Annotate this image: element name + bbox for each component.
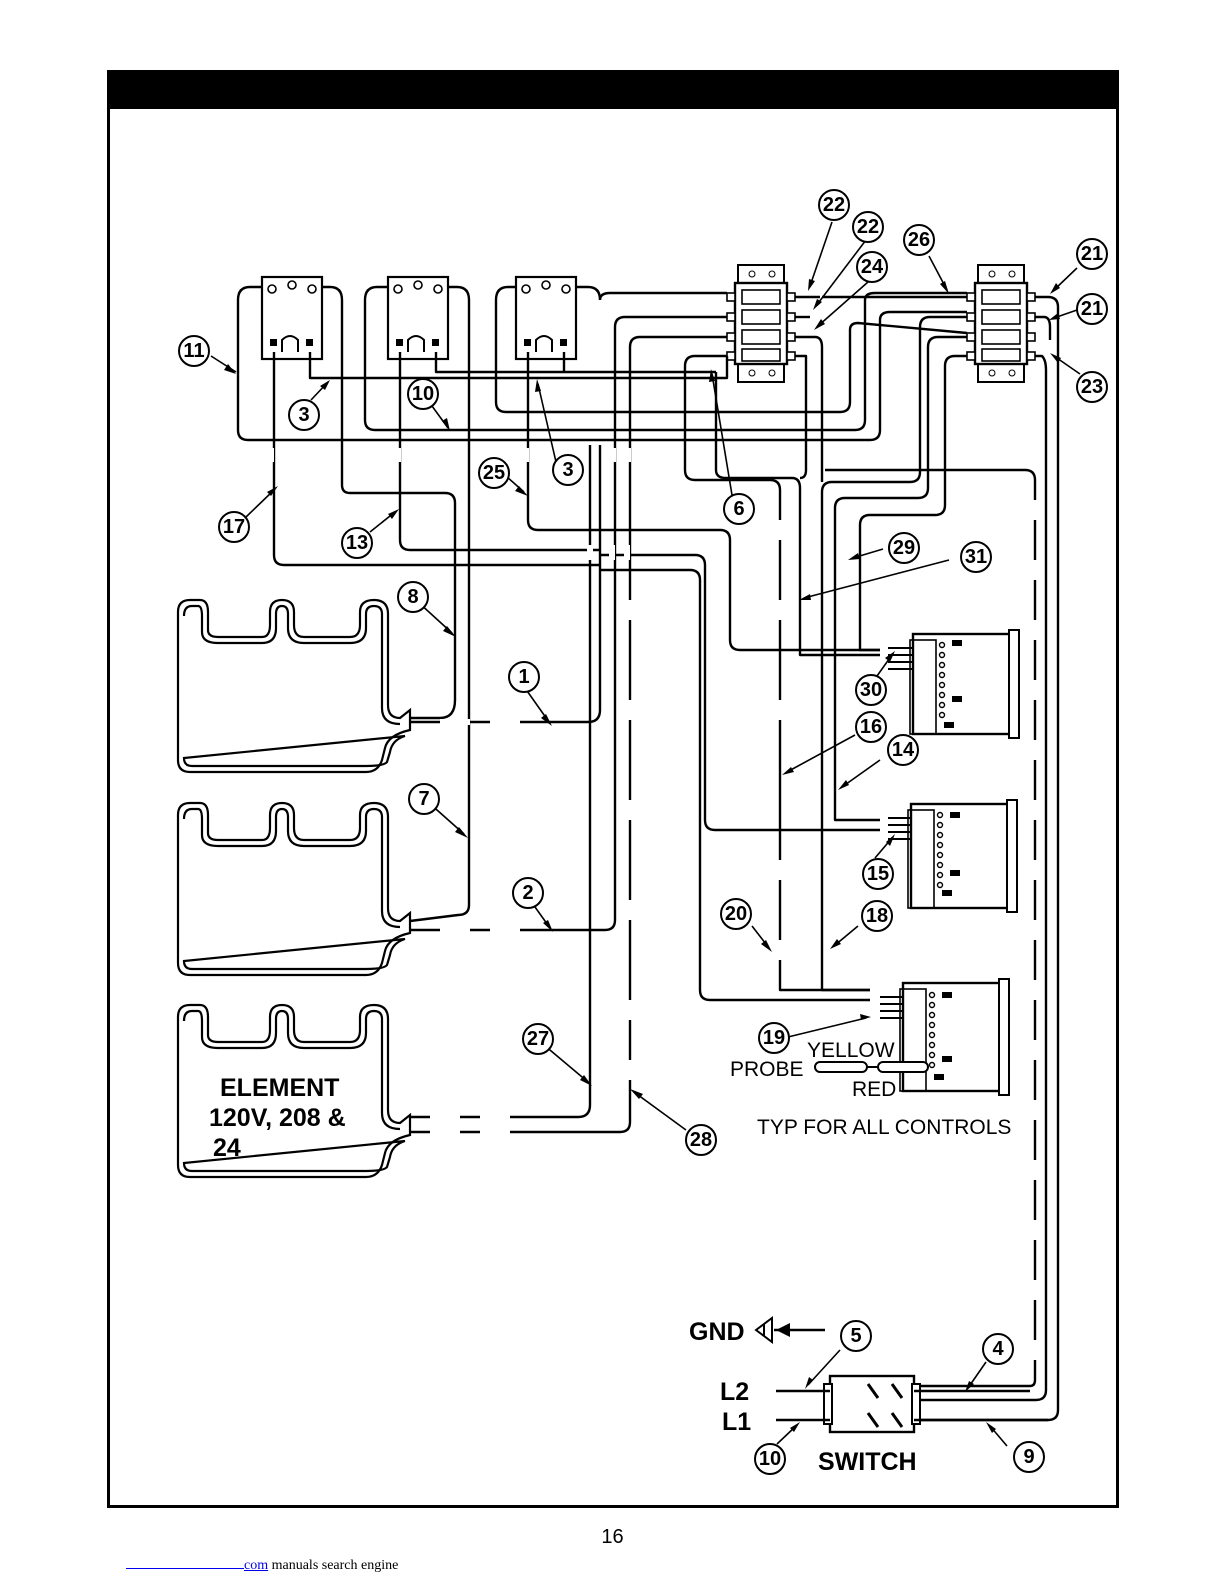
svg-text:22: 22 [823, 194, 845, 216]
svg-text:5: 5 [850, 1325, 861, 1347]
svg-text:21: 21 [1081, 298, 1103, 320]
callout-15: 15 [863, 859, 893, 889]
svg-text:19: 19 [763, 1027, 785, 1049]
control-board-3 [880, 979, 1009, 1095]
callout-13: 13 [342, 528, 372, 558]
callout-24: 24 [857, 252, 887, 282]
probe [815, 1062, 928, 1072]
svg-text:8: 8 [407, 586, 418, 608]
callout-6: 6 [724, 494, 754, 524]
svg-text:20: 20 [725, 903, 747, 925]
gnd-label: GND [689, 1318, 745, 1346]
heating-element-1 [178, 600, 410, 772]
thermostat-housing-3 [496, 277, 600, 359]
callout-3b: 3 [553, 455, 583, 485]
callout-25: 25 [479, 458, 509, 488]
callout-29: 29 [889, 533, 919, 563]
element-label-line2: 120V, 208 & [209, 1104, 346, 1132]
svg-text:4: 4 [992, 1338, 1004, 1360]
callout-31: 31 [961, 542, 991, 572]
svg-text:18: 18 [866, 905, 888, 927]
l2-label: L2 [720, 1378, 749, 1406]
yellow-label: YELLOW [807, 1039, 895, 1062]
svg-text:31: 31 [965, 546, 987, 568]
page-number: 16 [0, 1526, 1225, 1549]
svg-text:29: 29 [893, 537, 915, 559]
svg-text:27: 27 [527, 1028, 549, 1050]
svg-text:7: 7 [418, 788, 429, 810]
l1-label: L1 [722, 1408, 751, 1436]
callout-2: 2 [513, 878, 543, 908]
callout-22b: 22 [853, 212, 883, 242]
control-board-1 [888, 630, 1019, 738]
footer: com manuals search engine [126, 1556, 398, 1574]
callout-3a: 3 [289, 400, 319, 430]
svg-text:15: 15 [867, 863, 889, 885]
callout-11: 10 [408, 379, 438, 409]
thermostat-housing-1 [238, 277, 342, 359]
svg-text:23: 23 [1081, 376, 1103, 398]
element-label-line3: 24 [213, 1134, 241, 1162]
typ-note: TYP FOR ALL CONTROLS [757, 1116, 1011, 1139]
element-label-line1: ELEMENT [220, 1074, 339, 1102]
svg-text:13: 13 [346, 532, 368, 554]
callout-10: 1010 [755, 1444, 785, 1474]
svg-text:25: 25 [483, 462, 505, 484]
heating-element-2 [178, 803, 410, 975]
control-board-2 [888, 800, 1017, 912]
callout-21a: 21 [1077, 239, 1107, 269]
terminal-block-right [967, 265, 1035, 382]
callout-14: 14 [888, 735, 918, 765]
ground-symbol [756, 1318, 825, 1342]
svg-text:2: 2 [522, 882, 533, 904]
svg-text:24: 24 [861, 256, 884, 278]
footer-link[interactable]: com [126, 1558, 268, 1573]
callout-20: 20 [721, 899, 751, 929]
callout-12: 11 [179, 336, 209, 366]
callout-10-text: 10 [759, 1448, 781, 1470]
callout-26: 26 [904, 225, 934, 255]
svg-text:26: 26 [908, 229, 930, 251]
svg-text:3: 3 [298, 404, 309, 426]
footer-link-text: com [244, 1558, 268, 1573]
switch [776, 1376, 1048, 1432]
thermostat-housing-2 [365, 277, 469, 359]
callout-17: 17 [219, 512, 249, 542]
callout-18: 18 [862, 901, 892, 931]
callout-28: 28 [686, 1125, 716, 1155]
callout-5: 5 [841, 1321, 871, 1351]
callout-30: 30 [856, 675, 886, 705]
callout-23: 23 [1077, 372, 1107, 402]
switch-label: SWITCH [818, 1448, 917, 1476]
callout-7: 7 [409, 784, 439, 814]
red-label: RED [852, 1078, 896, 1101]
callout-22a: 22 [819, 190, 849, 220]
callout-1: 1 [509, 662, 539, 692]
svg-text:3: 3 [562, 459, 573, 481]
callout-8: 8 [398, 582, 428, 612]
svg-text:21: 21 [1081, 243, 1103, 265]
footer-suffix: manuals search engine [268, 1558, 398, 1573]
callout-21b: 21 [1077, 294, 1107, 324]
svg-text:6: 6 [733, 498, 744, 520]
svg-text:11: 11 [183, 340, 204, 362]
callout-19: 19 [759, 1023, 789, 1053]
svg-text:30: 30 [860, 679, 882, 701]
svg-text:1: 1 [518, 666, 529, 688]
callout-4: 4 [983, 1334, 1013, 1364]
callout-9: 9 [1014, 1442, 1044, 1472]
svg-text:14: 14 [892, 739, 915, 761]
probe-label: PROBE [730, 1058, 804, 1081]
svg-text:28: 28 [690, 1129, 712, 1151]
svg-text:9: 9 [1023, 1446, 1034, 1468]
terminal-block-left [727, 265, 795, 382]
callout-27: 27 [523, 1024, 553, 1054]
callout-16: 16 [856, 712, 886, 742]
svg-text:17: 17 [223, 516, 245, 538]
svg-text:22: 22 [857, 216, 879, 238]
svg-text:16: 16 [860, 716, 882, 738]
svg-text:10: 10 [412, 383, 434, 405]
